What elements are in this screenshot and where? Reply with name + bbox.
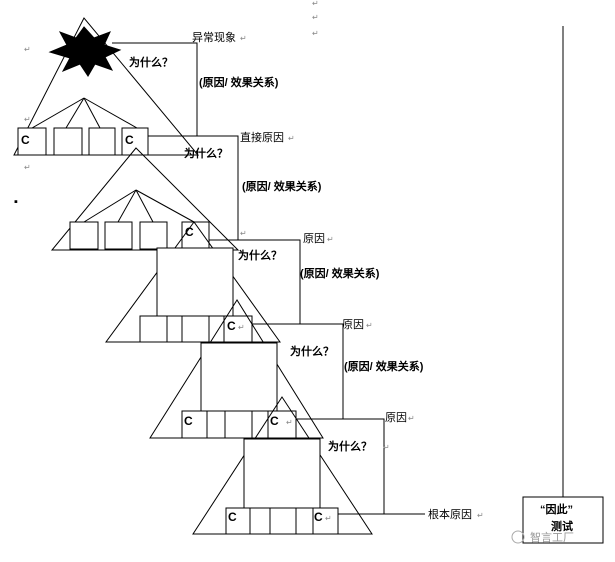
para-mark-3: ↵ bbox=[312, 29, 319, 38]
level-2-pyramid bbox=[50, 147, 240, 251]
relation-1: (原因/ 效果关系) bbox=[199, 75, 279, 89]
cause-mark-7: C bbox=[228, 510, 237, 524]
level-3-pyramid bbox=[105, 221, 281, 343]
watermark-logo-icon bbox=[511, 530, 525, 544]
cause-mark-5: C bbox=[184, 414, 193, 428]
para-mark-1: ↵ bbox=[312, 0, 319, 8]
para-mark-10: ↵ bbox=[366, 321, 373, 330]
cause-mark-8: C bbox=[314, 510, 323, 524]
cause-mark-1: C bbox=[21, 133, 30, 147]
level-4-pyramid bbox=[149, 299, 324, 439]
therefore-line-2: 测试 bbox=[551, 519, 573, 533]
question-why-1: 为什么？ bbox=[129, 55, 173, 69]
label-abnormal: 异常现象 bbox=[192, 31, 236, 44]
para-mark-15: ↵ bbox=[238, 323, 245, 332]
para-mark-16: ↵ bbox=[286, 418, 293, 427]
watermark: 智言工厂 bbox=[511, 530, 574, 544]
cause-mark-4: C bbox=[227, 319, 236, 333]
para-mark-5: ↵ bbox=[24, 45, 31, 54]
question-why-2: 为什么？ bbox=[184, 146, 228, 160]
question-why-4: 为什么？ bbox=[290, 344, 334, 358]
para-mark-9: ↵ bbox=[327, 235, 334, 244]
bullet-mark: ▪ bbox=[14, 196, 18, 208]
label-cause-3: 原因 bbox=[385, 411, 407, 424]
para-mark-7: ↵ bbox=[24, 163, 31, 172]
para-mark-11: ↵ bbox=[408, 414, 415, 423]
label-cause-1: 原因 bbox=[303, 232, 325, 245]
label-direct-cause: 直接原因 bbox=[240, 130, 284, 144]
para-mark-6: ↵ bbox=[24, 115, 31, 124]
relation-2: (原因/ 效果关系) bbox=[242, 179, 322, 193]
para-mark-17: ↵ bbox=[325, 514, 332, 523]
cause-mark-3: C bbox=[185, 225, 194, 239]
connector-lines bbox=[112, 26, 604, 544]
abnormal-burst-icon bbox=[48, 26, 122, 77]
relation-3: (原因/ 效果关系) bbox=[300, 266, 380, 280]
cause-mark-6: C bbox=[270, 414, 279, 428]
relation-4: (原因/ 效果关系) bbox=[344, 359, 424, 373]
level-5-pyramid bbox=[192, 396, 373, 535]
watermark-text: 智言工厂 bbox=[530, 530, 574, 544]
label-root-cause: 根本原因 bbox=[428, 507, 472, 521]
para-mark-14: ↵ bbox=[240, 229, 247, 238]
question-why-5: 为什么？ bbox=[328, 439, 372, 453]
para-mark-4: ↵ bbox=[240, 34, 247, 43]
question-why-3: 为什么？ bbox=[238, 248, 282, 262]
para-mark-2: ↵ bbox=[312, 13, 319, 22]
label-cause-2: 原因 bbox=[342, 318, 364, 331]
para-mark-8: ↵ bbox=[288, 134, 295, 143]
para-mark-12: ↵ bbox=[477, 511, 484, 520]
level-1-pyramid bbox=[13, 17, 200, 156]
therefore-line-1: “因此” bbox=[540, 502, 573, 516]
cause-mark-2: C bbox=[125, 133, 134, 147]
para-mark-13: ↵ bbox=[383, 443, 390, 452]
